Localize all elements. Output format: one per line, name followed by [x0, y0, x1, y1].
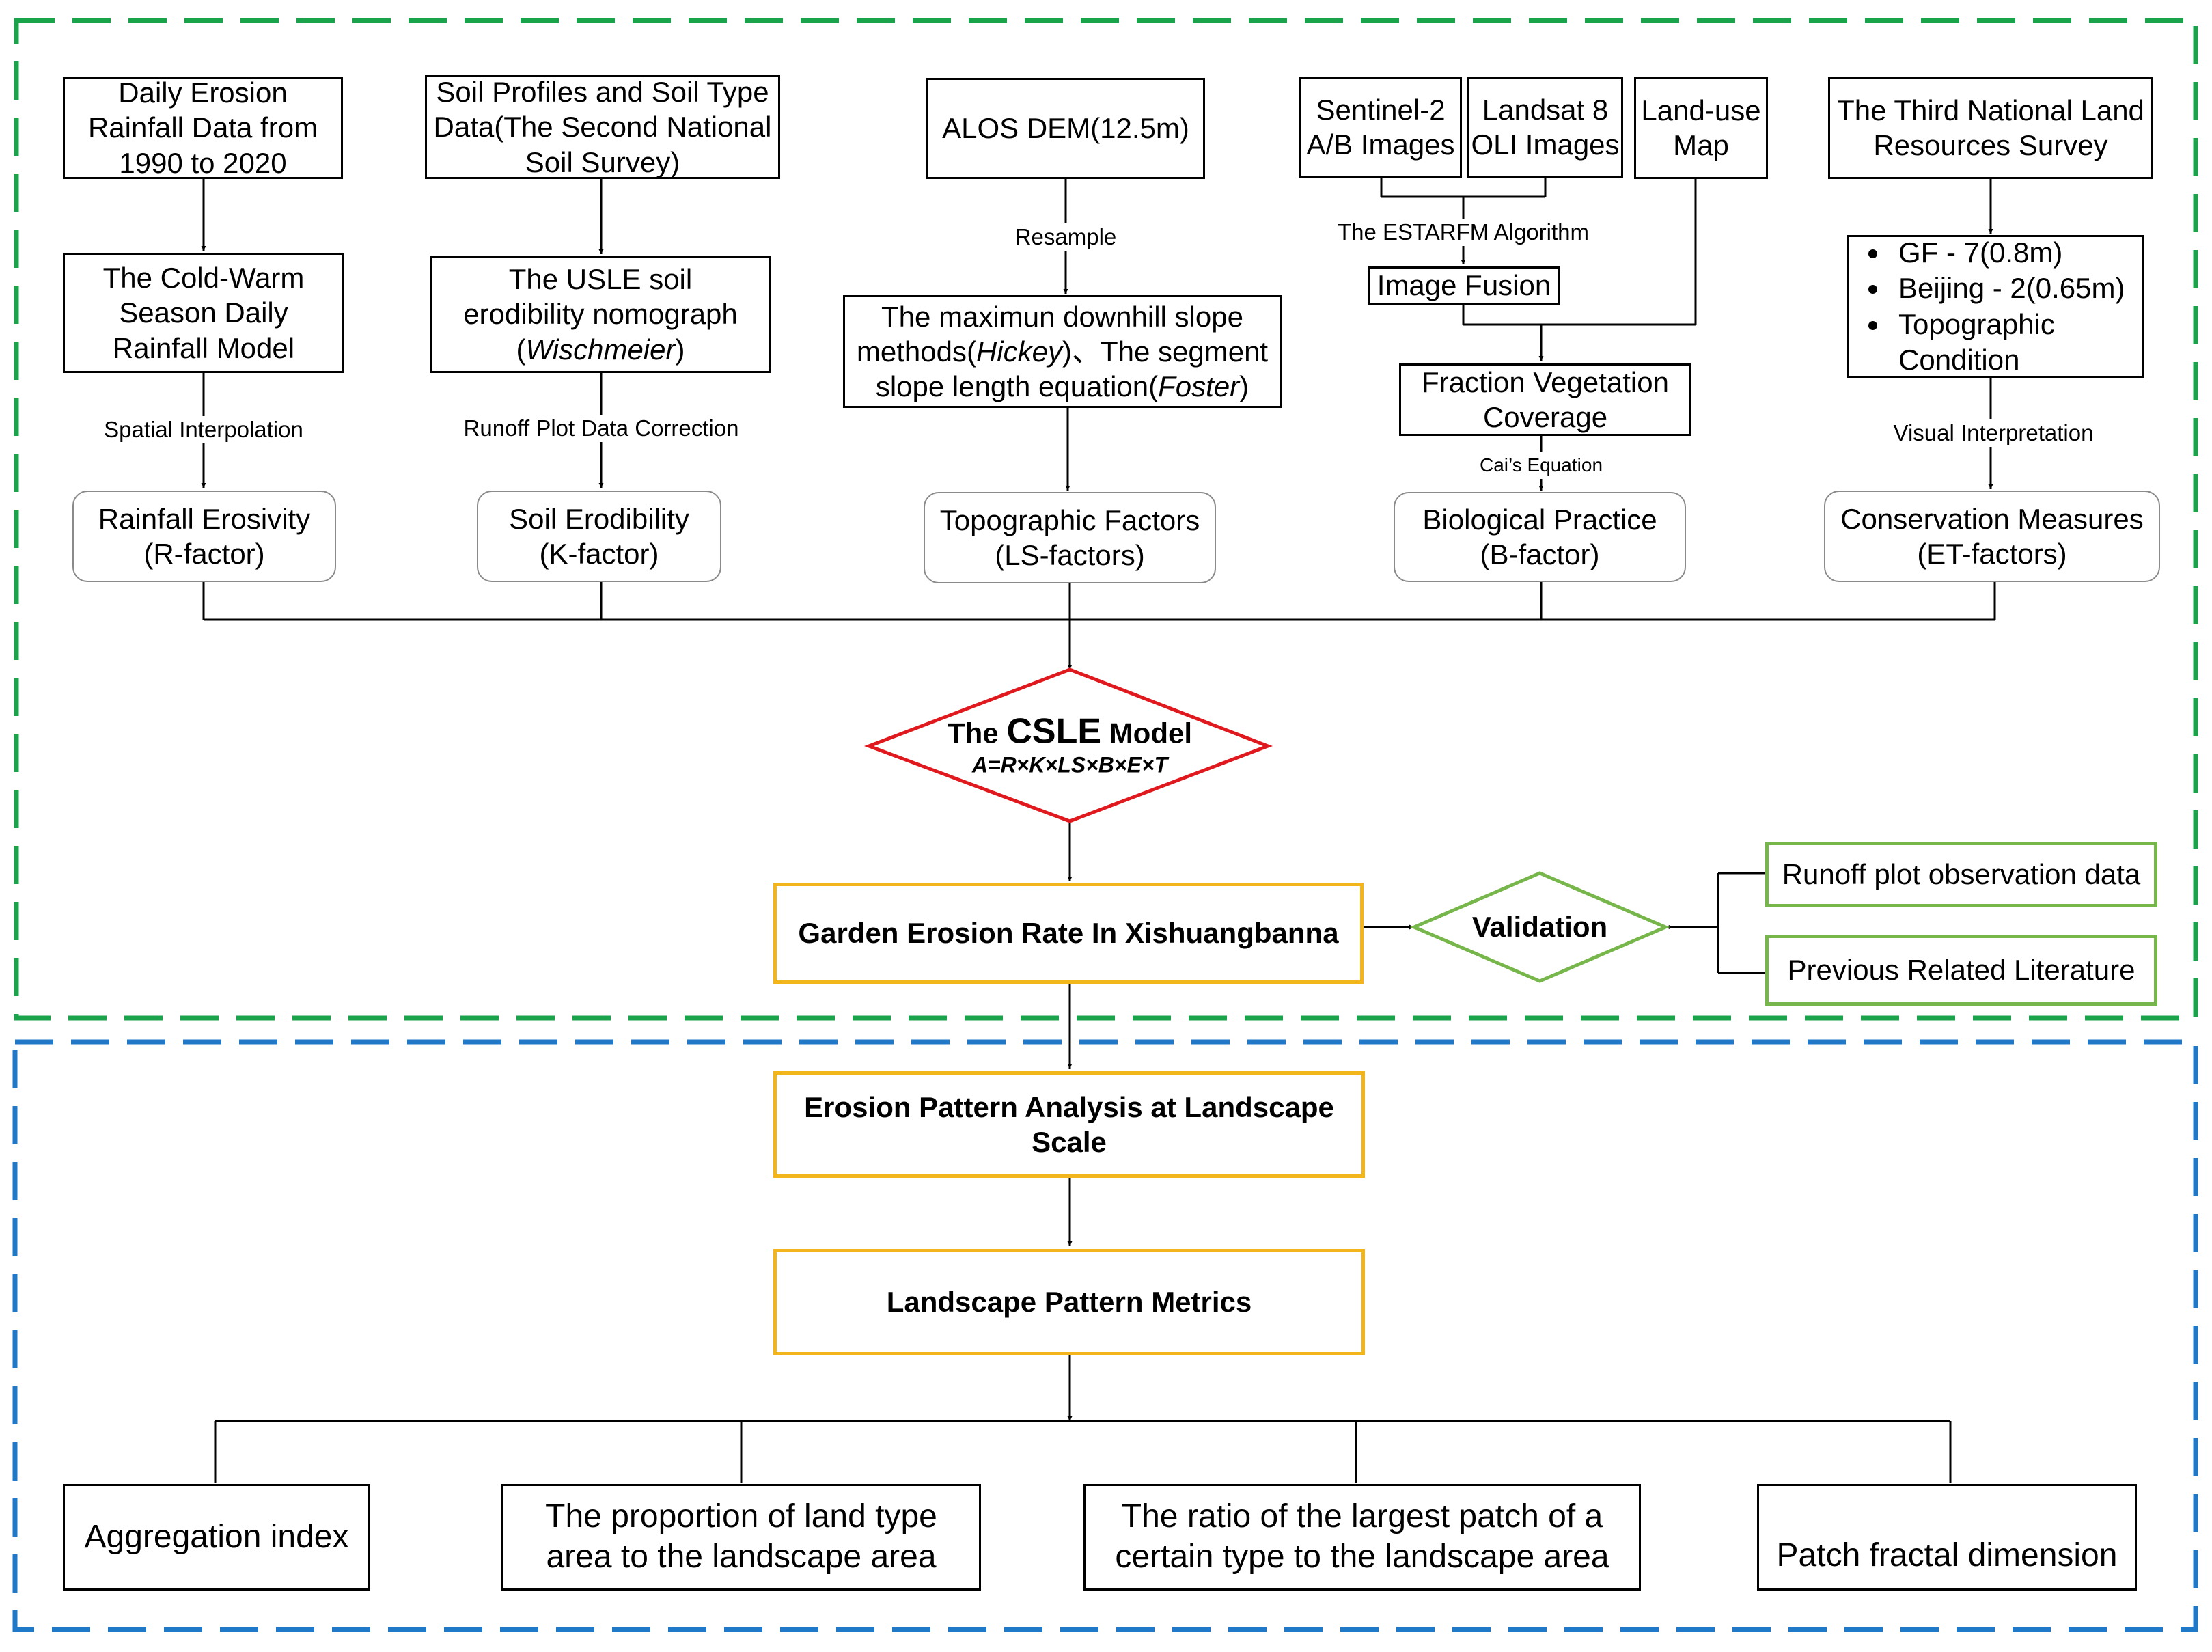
csle-title: CSLE [1006, 711, 1102, 752]
usle-line-2: erodibility nomograph [463, 298, 738, 331]
label-spatial-interpolation: Spatial Interpolation [100, 416, 307, 443]
slope-author-foster: Foster [1158, 370, 1240, 403]
garden-erosion-rate-text: Garden Erosion Rate In Xishuangbanna [798, 917, 1339, 950]
cold-warm-model-box: The Cold-Warm Season Daily Rainfall Mode… [63, 253, 344, 373]
aggregation-index-box: Aggregation index [63, 1484, 370, 1591]
third-survey-text: The Third National Land Resources Survey [1837, 94, 2144, 161]
label-cai-equation: Cai’s Equation [1475, 452, 1607, 479]
fvc-box: Fraction Vegetation Coverage [1399, 363, 1691, 436]
label-estarfm: The ESTARFM Algorithm [1333, 219, 1593, 246]
b-factor-box: Biological Practice (B-factor) [1394, 492, 1686, 582]
alos-dem-box: ALOS DEM(12.5m) [926, 78, 1205, 179]
k-factor-box: Soil Erodibility (K-factor) [477, 491, 721, 582]
ls-factor-box: Topographic Factors (LS-factors) [924, 492, 1216, 583]
cold-warm-model-text: The Cold-Warm Season Daily Rainfall Mode… [102, 262, 305, 364]
runoff-observation-box: Runoff plot observation data [1765, 842, 2157, 907]
pattern-analysis-box: Erosion Pattern Analysis at Landscape Sc… [773, 1071, 1365, 1178]
slope-line-2: methods(Hickey)、The segment [856, 335, 1269, 368]
related-literature-box: Previous Related Literature [1765, 935, 2157, 1006]
r-factor-text: Rainfall Erosivity (R-factor) [98, 502, 311, 570]
csle-model-label: The CSLE Model A=R×K×LS×B×E×T [947, 711, 1193, 777]
imagery-item-topographic: Topographic Condition [1890, 307, 2056, 378]
et-factor-box: Conservation Measures (ET-factors) [1824, 491, 2160, 582]
usle-line-1: The USLE soil [508, 263, 693, 296]
landsat-text: Landsat 8 OLI Images [1471, 93, 1620, 161]
slope-methods-box: The maximun downhill slope methods(Hicke… [843, 295, 1282, 408]
image-fusion-text: Image Fusion [1377, 269, 1551, 302]
r-factor-box: Rainfall Erosivity (R-factor) [72, 491, 336, 582]
imagery-item-gf7: GF - 7(0.8m) [1890, 235, 2125, 271]
ls-factor-text: Topographic Factors (LS-factors) [939, 504, 1200, 571]
validation-diamond [1409, 871, 1670, 983]
sentinel-text: Sentinel-2 A/B Images [1306, 93, 1455, 161]
et-factor-text: Conservation Measures (ET-factors) [1840, 502, 2144, 570]
usle-line-3: (Wischmeier) [516, 333, 685, 366]
rainfall-data-text: Daily Erosion Rainfall Data from 1990 to… [87, 77, 318, 179]
third-survey-box: The Third National Land Resources Survey [1828, 77, 2153, 179]
slope-line-1: The maximun downhill slope [881, 300, 1243, 333]
usle-author: Wischmeier [525, 333, 676, 366]
aggregation-index-text: Aggregation index [84, 1518, 349, 1555]
imagery-list: GF - 7(0.8m) Beijing - 2(0.65m) Topograp… [1849, 235, 2125, 377]
sentinel-box: Sentinel-2 A/B Images [1299, 77, 1462, 178]
landscape-metrics-text: Landscape Pattern Metrics [886, 1286, 1252, 1319]
landuse-map-text: Land-use Map [1641, 94, 1761, 161]
patch-fractal-box: Patch fractal dimension [1757, 1484, 2137, 1591]
largest-patch-ratio-box: The ratio of the largest patch of a cert… [1083, 1484, 1641, 1591]
imagery-list-box: GF - 7(0.8m) Beijing - 2(0.65m) Topograp… [1847, 235, 2144, 378]
runoff-observation-text: Runoff plot observation data [1782, 858, 2141, 891]
imagery-item-beijing2: Beijing - 2(0.65m) [1890, 271, 2125, 306]
csle-equation: A=R×K×LS×B×E×T [971, 752, 1168, 777]
csle-model-diamond [863, 667, 1273, 823]
soil-profiles-text: Soil Profiles and Soil Type Data(The Sec… [433, 76, 772, 178]
label-runoff-correction: Runoff Plot Data Correction [459, 415, 743, 442]
soil-profiles-box: Soil Profiles and Soil Type Data(The Sec… [425, 75, 780, 179]
alos-dem-text: ALOS DEM(12.5m) [942, 112, 1189, 145]
land-type-proportion-box: The proportion of land type area to the … [501, 1484, 981, 1591]
land-type-proportion-text: The proportion of land type area to the … [545, 1498, 937, 1575]
data-processing-frame [14, 18, 2198, 1021]
rainfall-data-box: Daily Erosion Rainfall Data from 1990 to… [63, 77, 343, 179]
usle-nomograph-box: The USLE soil erodibility nomograph (Wis… [430, 256, 771, 373]
k-factor-text: Soil Erodibility (K-factor) [509, 502, 689, 570]
largest-patch-ratio-text: The ratio of the largest patch of a cert… [1115, 1498, 1609, 1575]
label-visual-interpretation: Visual Interpretation [1889, 419, 2098, 447]
landscape-metrics-box: Landscape Pattern Metrics [773, 1249, 1365, 1355]
slope-author-hickey: Hickey [976, 335, 1062, 368]
related-literature-text: Previous Related Literature [1787, 954, 2135, 987]
garden-erosion-rate-box: Garden Erosion Rate In Xishuangbanna [773, 883, 1364, 984]
slope-line-3: slope length equation(Foster) [875, 370, 1249, 403]
pattern-analysis-text: Erosion Pattern Analysis at Landscape Sc… [804, 1090, 1334, 1158]
b-factor-text: Biological Practice (B-factor) [1422, 503, 1657, 570]
landuse-map-box: Land-use Map [1634, 77, 1768, 179]
landscape-analysis-frame [12, 1039, 2198, 1632]
fvc-text: Fraction Vegetation Coverage [1422, 366, 1669, 433]
validation-label: Validation [1471, 911, 1608, 943]
landsat-box: Landsat 8 OLI Images [1467, 77, 1623, 178]
label-resample: Resample [1010, 223, 1121, 251]
patch-fractal-text: Patch fractal dimension [1776, 1537, 2118, 1574]
image-fusion-box: Image Fusion [1368, 266, 1560, 305]
